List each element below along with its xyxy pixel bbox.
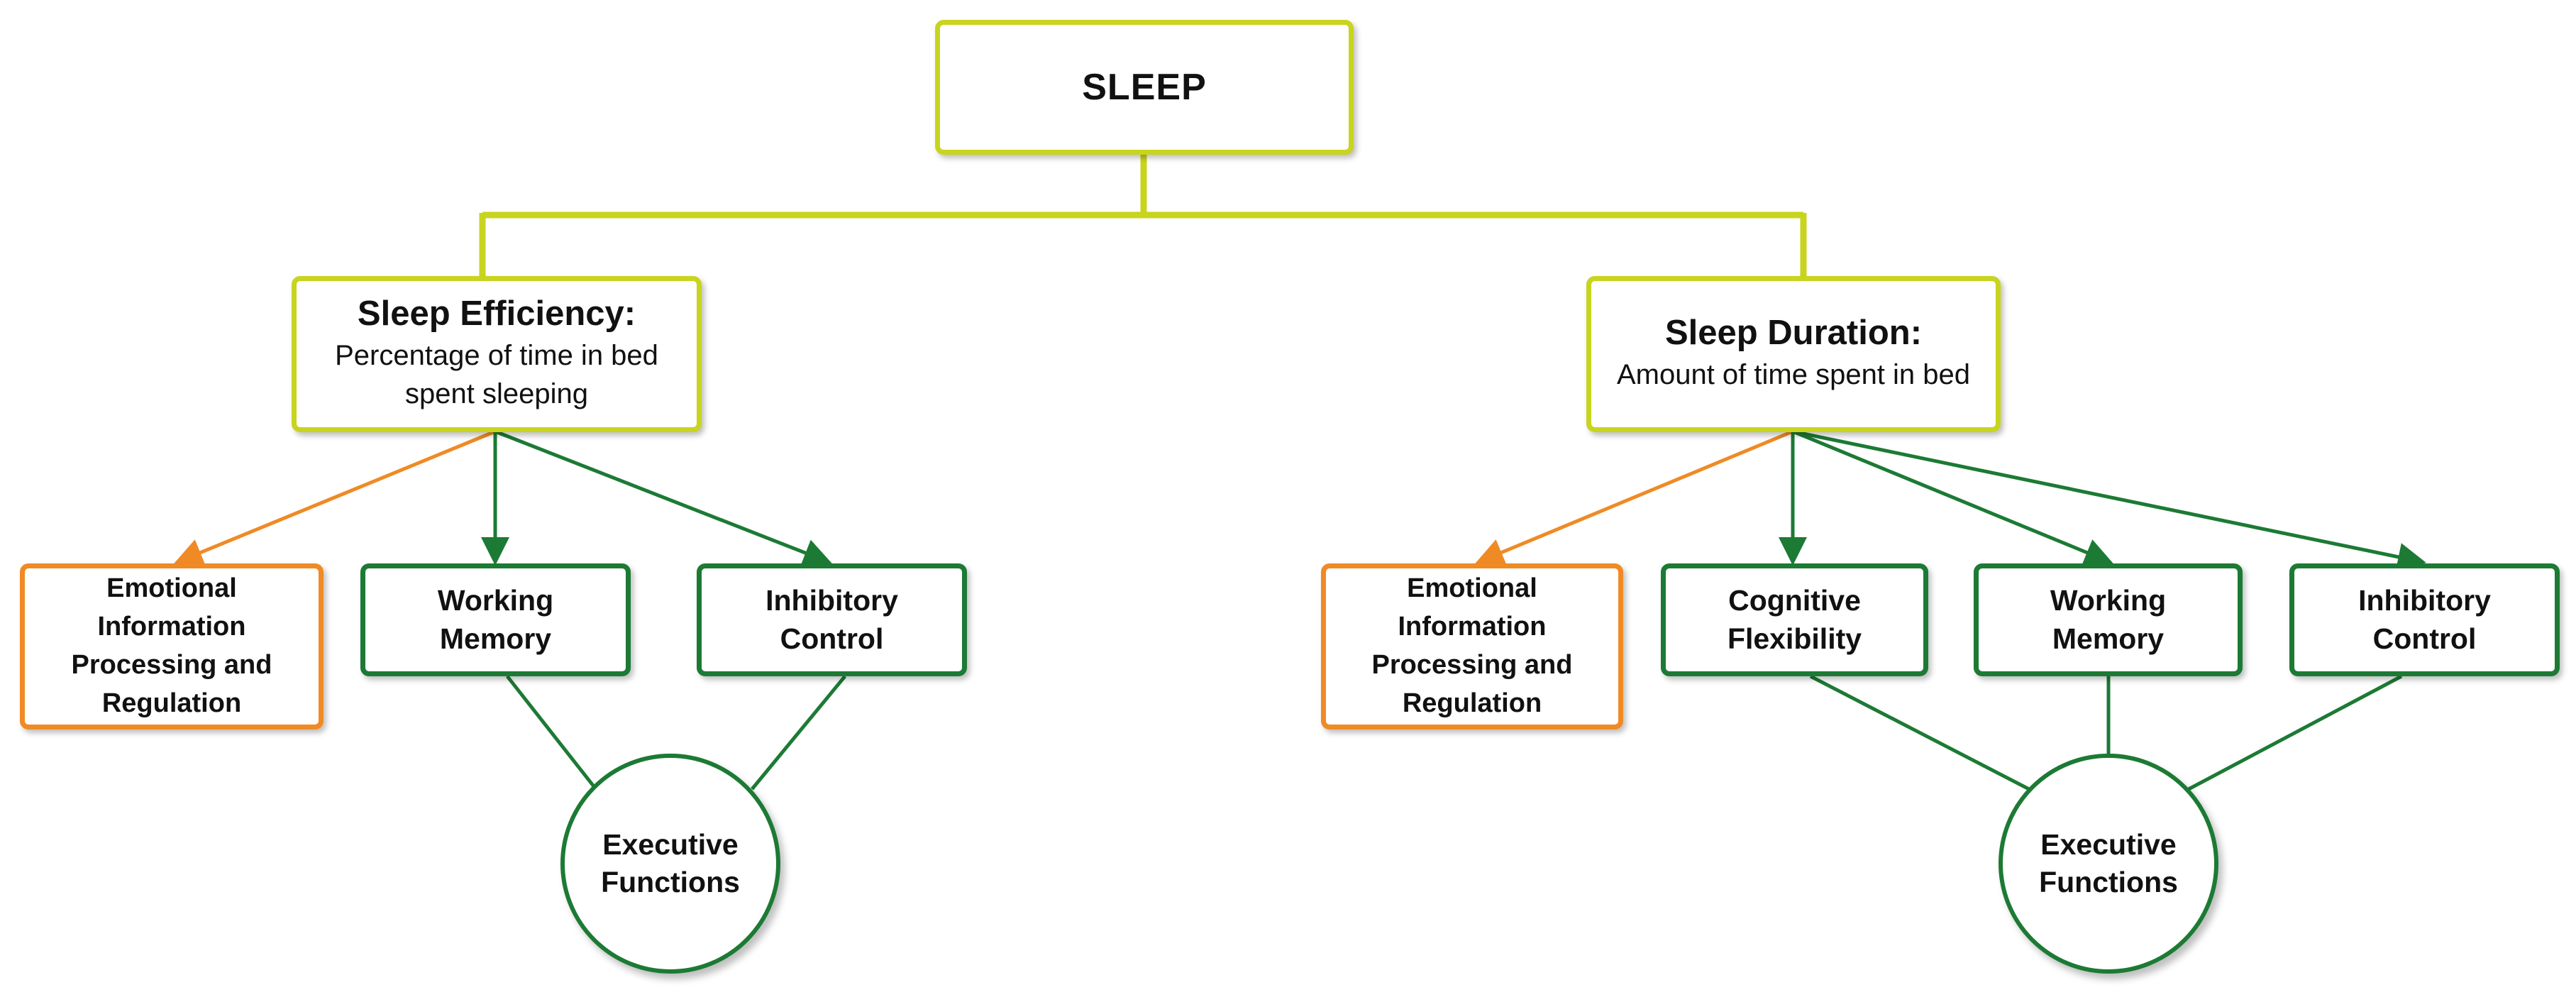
left-working-memory-label: Working Memory [437, 584, 554, 655]
root-tree-line [479, 152, 1807, 278]
sleep-duration-box: Sleep Duration: Amount of time spent in … [1586, 276, 2001, 432]
sleep-root-box: SLEEP [935, 20, 1354, 155]
sleep-duration-title: Sleep Duration: [1664, 314, 1923, 353]
right-working-memory-label: Working Memory [2050, 584, 2167, 655]
arrow-right-inhibitory [1792, 429, 2426, 571]
left-inhibitory-control-box: Inhibitory Control [697, 563, 967, 676]
arrow-right-emotional [1475, 429, 1793, 566]
left-inhibitory-control-label: Inhibitory Control [765, 584, 898, 655]
right-inhibitory-control-label: Inhibitory Control [2358, 584, 2491, 655]
arrow-left-emotional [174, 429, 496, 566]
right-inhibitory-control-box: Inhibitory Control [2289, 563, 2560, 676]
right-cognitive-flexibility-label: Cognitive Flexibility [1727, 584, 1862, 655]
left-executive-functions-circle: Executive Functions [560, 754, 780, 974]
line-left-inhibitory-to-exec [751, 675, 846, 791]
sleep-duration-desc: Amount of time spent in bed [1616, 358, 1971, 390]
right-executive-functions-label: Executive Functions [2039, 827, 2178, 898]
sleep-efficiency-title: Sleep Efficiency: [357, 294, 636, 334]
left-working-memory-box: Working Memory [360, 563, 631, 676]
right-emotional-label: Emotional Information Processing and Reg… [1371, 573, 1573, 718]
arrow-left-inhibitory [494, 429, 832, 566]
right-emotional-box: Emotional Information Processing and Reg… [1321, 563, 1623, 730]
left-emotional-box: Emotional Information Processing and Reg… [20, 563, 324, 730]
line-right-cognitive-to-exec [1809, 674, 2030, 791]
sleep-root-label: SLEEP [1082, 67, 1207, 108]
sleep-efficiency-desc: Percentage of time in bed spent sleeping [335, 339, 658, 409]
right-cognitive-flexibility-box: Cognitive Flexibility [1661, 563, 1928, 676]
sleep-efficiency-box: Sleep Efficiency: Percentage of time in … [292, 276, 702, 432]
left-executive-functions-label: Executive Functions [601, 827, 740, 898]
right-working-memory-box: Working Memory [1974, 563, 2243, 676]
left-emotional-label: Emotional Information Processing and Reg… [71, 573, 272, 718]
right-executive-functions-circle: Executive Functions [1999, 754, 2218, 974]
line-right-inhibitory-to-exec [2187, 674, 2403, 791]
line-left-working-to-exec [506, 675, 597, 791]
arrow-right-working-memory [1792, 429, 2113, 566]
